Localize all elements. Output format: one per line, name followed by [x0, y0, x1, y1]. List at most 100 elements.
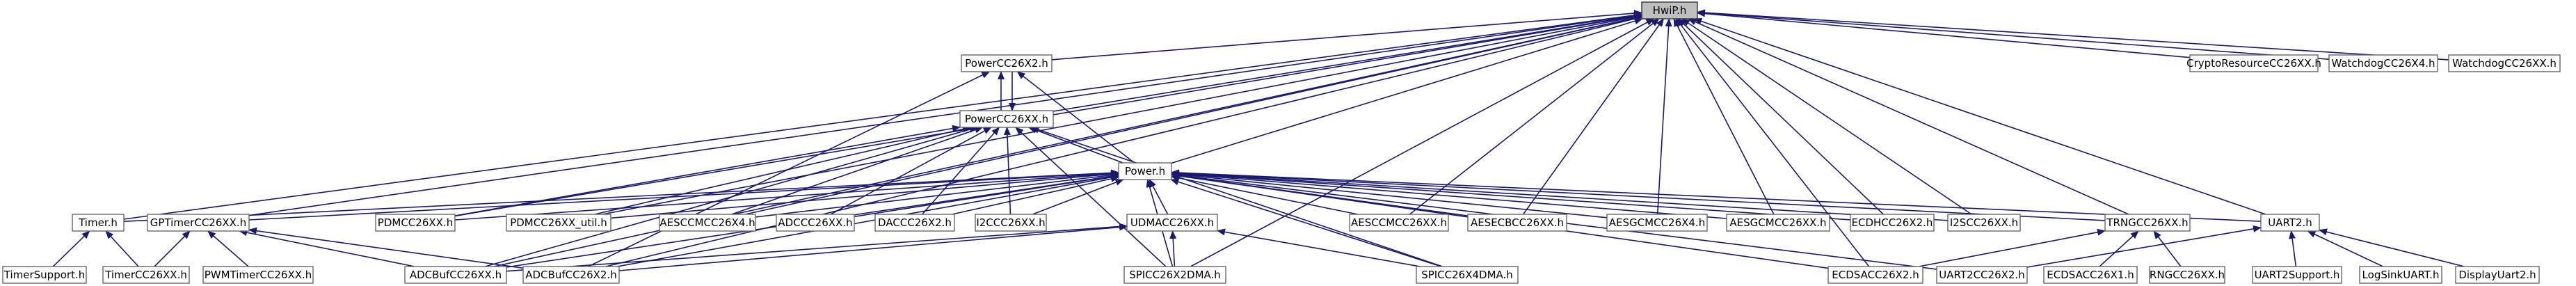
node-aesgcmcc26x4-h[interactable]: AESGCMCC26X4.h [1606, 214, 1708, 232]
node-adcbufcc26xx-h[interactable]: ADCBufCC26XX.h [404, 266, 507, 284]
edge-ecdsa26x1-to-trng [2099, 230, 2139, 267]
node-uart2cc26x2-h[interactable]: UART2CC26X2.h [1936, 266, 2028, 284]
edge-aesccm26xx-to-hwip [1409, 18, 1660, 215]
edge-displayuart2-to-uart2 [2319, 228, 2465, 267]
svg-text:TimerCC26XX.h: TimerCC26XX.h [104, 269, 187, 281]
node-spicc26x2dma-h[interactable]: SPICC26X2DMA.h [1123, 266, 1226, 284]
node-pdmcc26xx-h[interactable]: PDMCC26XX.h [375, 214, 456, 232]
node-aesccmcc26xx-h[interactable]: AESCCMCC26XX.h [1349, 214, 1449, 232]
svg-text:I2SCC26XX.h: I2SCC26XX.h [1950, 216, 2018, 229]
svg-text:PowerCC26XX.h: PowerCC26XX.h [965, 113, 1048, 125]
node-ecdsacc26x2-h[interactable]: ECDSACC26X2.h [1827, 266, 1923, 284]
node-gptimercc26xx-h[interactable]: GPTimerCC26XX.h [147, 214, 250, 232]
edge-adcbuf26x2-to-gptimer [248, 227, 524, 269]
edge-ecdsa26x2-to-trng [1919, 228, 2106, 267]
edge-i2s-to-power [1171, 169, 1949, 221]
node-aesgcmcc26xx-h[interactable]: AESGCMCC26XX.h [1726, 214, 1830, 232]
svg-text:WatchdogCC26XX.h: WatchdogCC26XX.h [2452, 57, 2557, 70]
edge-i2c-to-power [1032, 179, 1124, 215]
edge-logsink-to-uart2 [2307, 230, 2383, 267]
svg-text:AESGCMCC26XX.h: AESGCMCC26XX.h [1729, 216, 1826, 229]
svg-text:TRNGCC26XX.h: TRNGCC26XX.h [2106, 216, 2188, 229]
node-powercc26xx-h[interactable]: PowerCC26XX.h [959, 110, 1054, 128]
edge-spi4dma-to-udma [1217, 228, 1421, 267]
node-power-h[interactable]: Power.h [1118, 162, 1172, 180]
node-i2ccc26xx-h[interactable]: I2CCC26XX.h [975, 214, 1047, 232]
node-pwmtimercc26xx-h[interactable]: PWMTimerCC26XX.h [202, 266, 314, 284]
svg-text:TimerSupport.h: TimerSupport.h [3, 269, 85, 281]
svg-text:CryptoResourceCC26XX.h: CryptoResourceCC26XX.h [2186, 57, 2321, 70]
svg-text:ADCBufCC26XX.h: ADCBufCC26XX.h [410, 269, 502, 281]
edge-power-to-powercc26x2 [1016, 71, 1135, 164]
node-spicc26x4dma-h[interactable]: SPICC26X4DMA.h [1416, 266, 1519, 284]
node-aesecbcc26xx-h[interactable]: AESECBCC26XX.h [1467, 214, 1567, 232]
node-aesccmcc26x4-h[interactable]: AESCCMCC26X4.h [659, 214, 756, 232]
svg-text:AESGCMCC26X4.h: AESGCMCC26X4.h [1609, 216, 1705, 229]
svg-text:LogSinkUART.h: LogSinkUART.h [2362, 269, 2440, 281]
edge-adcbuf26x2-to-power [617, 173, 1119, 267]
edge-dac-to-powercc26xx [922, 127, 1000, 215]
svg-text:ECDHCC26X2.h: ECDHCC26X2.h [1852, 216, 1933, 229]
edge-timer-to-hwip [123, 11, 1642, 220]
node-timercc26xx-h[interactable]: TimerCC26XX.h [102, 266, 190, 284]
edge-pdmutil-to-hwip [602, 13, 1642, 215]
node-udmacc26xx-h[interactable]: UDMACC26XX.h [1126, 214, 1218, 232]
node-ecdsacc26x1-h[interactable]: ECDSACC26X1.h [2043, 266, 2138, 284]
node-logsinkuart-h[interactable]: LogSinkUART.h [2359, 266, 2442, 284]
node-displayuart2-h[interactable]: DisplayUart2.h [2455, 266, 2540, 284]
node-uart2support-h[interactable]: UART2Support.h [2252, 266, 2342, 284]
node-i2scc26xx-h[interactable]: I2SCC26XX.h [1947, 214, 2021, 232]
node-watchdogcc26xx-h[interactable]: WatchdogCC26XX.h [2448, 54, 2561, 72]
edge-aesecb-to-hwip [1522, 18, 1665, 215]
edge-aesccm26x4-to-powercc26xx [731, 126, 984, 215]
svg-text:UART2.h: UART2.h [2268, 216, 2312, 229]
node-cryptoresourcecc26xx-h[interactable]: CryptoResourceCC26XX.h [2186, 54, 2321, 72]
node-rngcc26xx-h[interactable]: RNGCC26XX.h [2149, 266, 2225, 284]
svg-text:UART2CC26X2.h: UART2CC26X2.h [1939, 269, 2024, 281]
node-timersupport-h[interactable]: TimerSupport.h [2, 266, 87, 284]
edge-pdmutil-to-powercc26xx [594, 125, 972, 215]
node-pdmcc26xx-util-h[interactable]: PDMCC26XX_util.h [506, 214, 611, 232]
edge-cryptores-to-hwip [1697, 10, 2191, 58]
svg-text:ECDSACC26X2.h: ECDSACC26X2.h [1832, 269, 1919, 281]
node-trngcc26xx-h[interactable]: TRNGCC26XX.h [2104, 214, 2191, 232]
node-powercc26x2-h[interactable]: PowerCC26X2.h [961, 54, 1053, 72]
node-adcbufcc26x2-h[interactable]: ADCBufCC26X2.h [522, 266, 620, 284]
node-hwip-h[interactable]: HwiP.h [1641, 1, 1698, 19]
svg-text:ADCCC26XX.h: ADCCC26XX.h [778, 216, 852, 229]
node-uart2-h[interactable]: UART2.h [2260, 214, 2320, 232]
edge-i2c-to-powercc26xx [1003, 127, 1011, 215]
edge-adcbuf26xx-to-gptimer [239, 229, 415, 267]
svg-text:HwiP.h: HwiP.h [1653, 4, 1687, 17]
edge-uart2support-to-uart2 [2289, 230, 2297, 267]
node-daccc26x2-h[interactable]: DACCC26X2.h [874, 214, 955, 232]
node-watchdogcc26x4-h[interactable]: WatchdogCC26X4.h [2328, 54, 2438, 72]
svg-text:Power.h: Power.h [1125, 165, 1165, 177]
svg-text:PowerCC26X2.h: PowerCC26X2.h [965, 57, 1048, 70]
svg-text:AESECBCC26XX.h: AESECBCC26XX.h [1471, 216, 1564, 229]
edge-aesccm26x4-to-power [755, 171, 1119, 218]
edge-aesgcm26x4-to-hwip [1656, 18, 1672, 215]
node-adccc26xx-h[interactable]: ADCCC26XX.h [776, 214, 855, 232]
svg-text:SPICC26X2DMA.h: SPICC26X2DMA.h [1129, 269, 1221, 281]
edge-timer-to-power [123, 169, 1119, 222]
edge-aesgcm26x4-to-power [1171, 170, 1608, 219]
edge-adcbuf26x2-to-udma [618, 223, 1128, 271]
edge-trng-to-power [1171, 169, 2106, 221]
edge-uart2-to-hwip [1693, 17, 2266, 215]
edge-uart2-to-power [1171, 169, 2262, 222]
svg-text:AESCCMCC26X4.h: AESCCMCC26X4.h [659, 216, 755, 229]
edge-powercc26xx-to-hwip [1053, 13, 1642, 112]
node-timer-h[interactable]: Timer.h [72, 214, 125, 232]
svg-text:WatchdogCC26X4.h: WatchdogCC26X4.h [2331, 57, 2435, 70]
svg-text:PWMTimerCC26XX.h: PWMTimerCC26XX.h [205, 269, 312, 281]
svg-text:PDMCC26XX_util.h: PDMCC26XX_util.h [510, 216, 607, 230]
edge-powercc26x2-to-hwip [1051, 10, 1642, 61]
svg-text:AESCCMCC26XX.h: AESCCMCC26XX.h [1351, 216, 1447, 229]
node-ecdhcc26x2-h[interactable]: ECDHCC26X2.h [1850, 214, 1935, 232]
edge-power-to-hwip [1171, 17, 1643, 164]
edge-aesccm26xx-to-power [1171, 174, 1358, 215]
svg-text:UART2Support.h: UART2Support.h [2255, 269, 2340, 281]
